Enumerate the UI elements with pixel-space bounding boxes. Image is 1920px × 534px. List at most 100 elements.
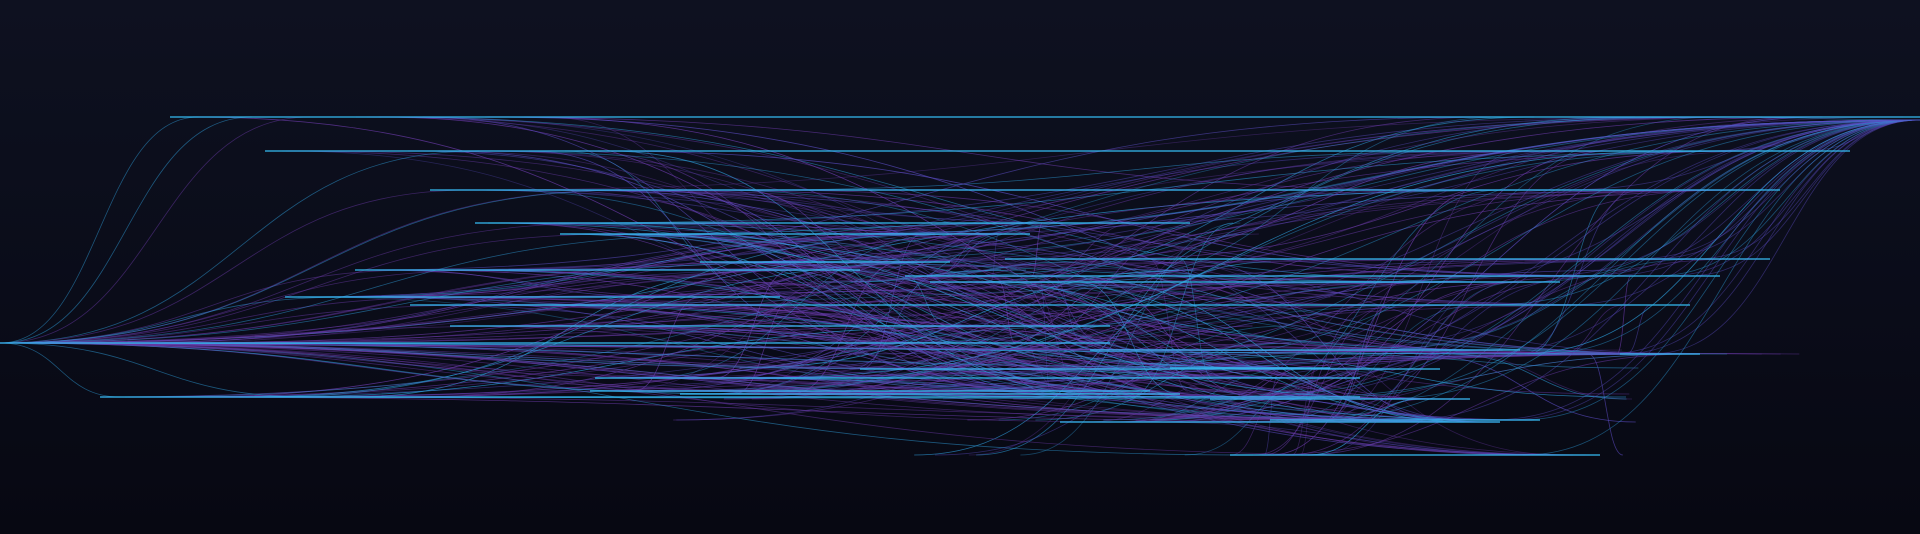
network-link: [570, 233, 1503, 351]
network-link: [487, 116, 1692, 355]
network-link: [1212, 119, 1920, 379]
network-link: [587, 325, 867, 344]
network-link: [429, 281, 1503, 306]
network-link: [456, 116, 1701, 191]
network-link: [1371, 119, 1920, 351]
network-link: [1321, 150, 1523, 421]
network-link: [366, 116, 1697, 355]
network-link: [1581, 119, 1920, 277]
network-link: [0, 116, 311, 344]
network-link: [992, 189, 1692, 283]
network-link: [192, 116, 1179, 379]
network-link: [1059, 275, 1465, 423]
network-link: [441, 269, 1313, 370]
network-link: [1307, 353, 1639, 369]
network-link: [666, 233, 1053, 392]
network-link: [310, 150, 1450, 351]
network-link: [1098, 275, 1474, 351]
network-link: [422, 116, 1043, 392]
network-link: [0, 261, 820, 344]
network-link: [1094, 281, 1545, 351]
network-link: [474, 150, 1537, 327]
network-link: [713, 119, 1920, 263]
network-link: [1559, 119, 1920, 191]
network-link: [791, 269, 1202, 369]
network-link: [546, 304, 1420, 400]
network-link: [595, 119, 1920, 298]
network-link: [846, 119, 1920, 263]
network-link: [1093, 119, 1920, 369]
network-link: [875, 119, 1920, 344]
network-link: [566, 304, 1566, 456]
network-link: [1477, 119, 1920, 355]
network-link: [1308, 119, 1920, 370]
network-link: [1588, 353, 1624, 456]
network-link: [688, 189, 1202, 379]
network-link: [553, 150, 1791, 224]
network-link: [474, 150, 1686, 355]
network-link: [1700, 119, 1920, 152]
network-link: [598, 150, 1579, 277]
network-link: [582, 189, 1291, 369]
network-link: [940, 275, 1309, 369]
network-link: [759, 189, 1602, 277]
network-link: [380, 116, 1504, 283]
network-link: [0, 116, 199, 344]
network-link: [391, 275, 1604, 298]
network-link: [1237, 189, 1501, 400]
network-link: [1151, 116, 1823, 423]
network-link: [1254, 304, 1394, 456]
network-link: [1418, 119, 1920, 283]
network-link: [849, 269, 946, 370]
network-link: [1200, 367, 1487, 421]
network-link: [1332, 150, 1607, 421]
network-link: [664, 353, 1698, 379]
network-link: [1307, 398, 1421, 456]
network-link: [1073, 258, 1695, 355]
network-link: [861, 233, 923, 370]
network-link: [703, 119, 1920, 271]
network-link: [685, 150, 1725, 395]
network-link: [598, 325, 1458, 423]
network-link: [128, 396, 1432, 423]
network-link: [0, 342, 1471, 421]
network-link: [599, 116, 1669, 379]
network-link: [1119, 349, 1490, 421]
network-link: [1487, 119, 1920, 306]
network-link: [1620, 119, 1920, 355]
network-link: [599, 258, 1665, 327]
network-link: [0, 342, 1314, 421]
network-link: [0, 325, 543, 344]
network-link: [233, 189, 1473, 344]
network-link: [649, 189, 1590, 456]
network-link: [1527, 189, 1621, 355]
network-link: [527, 325, 1469, 400]
network-link: [1103, 150, 1740, 260]
network-link: [1290, 119, 1920, 379]
network-link: [0, 342, 312, 398]
network-link: [0, 189, 472, 344]
network-link: [594, 304, 1573, 456]
network-link: [1270, 189, 1482, 456]
network-link: [1300, 116, 1795, 456]
network-link: [1626, 304, 1651, 355]
network-link: [1261, 353, 1695, 456]
network-link: [972, 342, 1145, 351]
network-link: [694, 281, 1058, 298]
network-link: [500, 222, 1068, 395]
network-link: [0, 189, 626, 344]
network-link: [599, 150, 1550, 379]
network-link: [1037, 222, 1137, 277]
network-link: [762, 119, 1920, 263]
network-link: [493, 189, 1753, 306]
network-link: [725, 119, 1920, 298]
network-link: [1667, 119, 1920, 277]
network-link: [264, 233, 947, 398]
network-link: [399, 116, 1000, 235]
network-link: [1292, 275, 1592, 421]
network-link: [1803, 119, 1920, 152]
network-link: [364, 116, 1491, 271]
network-link: [282, 150, 1019, 327]
network-link: [711, 342, 917, 379]
